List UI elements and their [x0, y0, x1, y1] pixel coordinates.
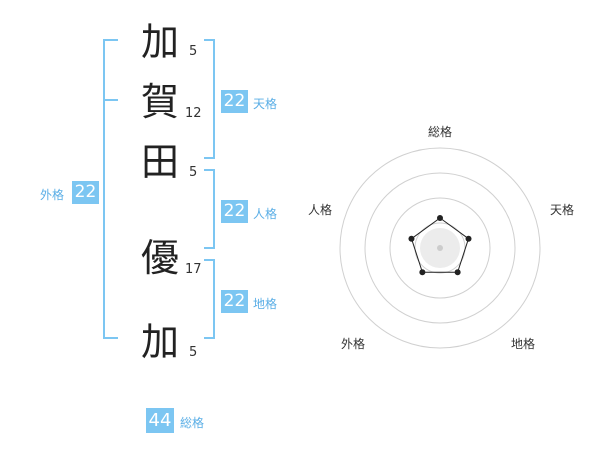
name-char-4: 優 [140, 236, 179, 280]
radar-ring-2 [389, 197, 491, 299]
stroke-count-1: 5 [189, 44, 198, 59]
tenkaku-bracket [204, 39, 215, 159]
tenkaku-value: 22 [221, 90, 248, 113]
radar-axis-label-3: 外格 [341, 337, 366, 351]
gaikaku-value: 22 [72, 181, 99, 204]
name-char-5: 加 [140, 320, 179, 364]
radar-point-0 [437, 215, 443, 221]
radar-axis-label-4: 人格 [308, 203, 333, 217]
name-char-1: 加 [140, 20, 179, 64]
radar-center [437, 245, 443, 251]
gaikaku-bracket [103, 39, 118, 339]
stroke-count-3: 5 [189, 165, 198, 180]
tenkaku-label: 天格 [253, 97, 278, 111]
gaikaku-label: 外格 [40, 188, 65, 202]
soukaku-label: 総格 [180, 416, 205, 430]
radar-axis-label-0: 総格 [428, 125, 453, 139]
radar-point-2 [454, 269, 461, 276]
stroke-count-2: 12 [185, 106, 202, 121]
chikaku-bracket [204, 259, 215, 339]
radar-axis-label-1: 天格 [550, 203, 575, 217]
jinkaku-bracket [204, 169, 215, 249]
radar-ring-4 [339, 147, 541, 349]
chikaku-value: 22 [221, 290, 248, 313]
radar-point-3 [419, 269, 426, 276]
radar-polygon [410, 217, 470, 273]
name-char-3: 田 [140, 140, 179, 184]
radar-point-1 [465, 235, 472, 242]
radar-axis-label-2: 地格 [511, 337, 536, 351]
radar-point-4 [408, 235, 415, 242]
soukaku-value: 44 [146, 408, 174, 433]
chikaku-label: 地格 [253, 297, 278, 311]
stroke-count-4: 17 [185, 262, 202, 277]
stroke-count-5: 5 [189, 345, 198, 360]
name-char-2: 賀 [140, 80, 179, 124]
radar-ring-3 [364, 172, 516, 324]
jinkaku-label: 人格 [253, 207, 278, 221]
jinkaku-value: 22 [221, 200, 248, 223]
